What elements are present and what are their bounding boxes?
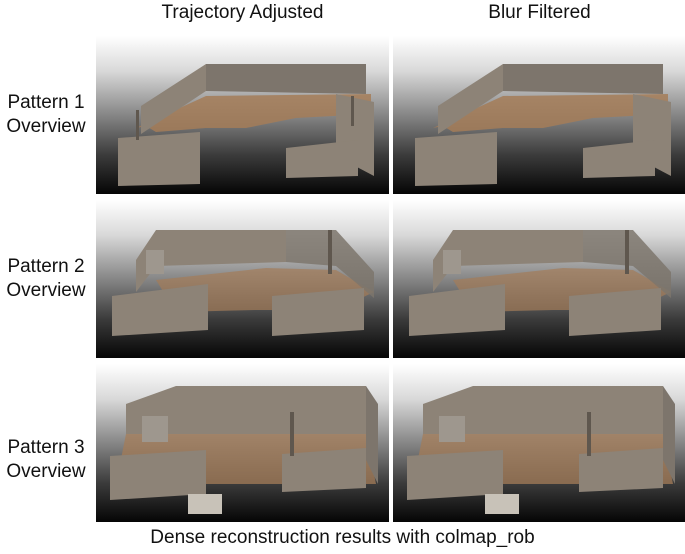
- row-label-line2: Overview: [6, 116, 86, 137]
- panel-pattern-2-trajectory-adjusted: [96, 200, 389, 358]
- panel-pattern-1-trajectory-adjusted: [96, 36, 389, 194]
- row-label-pattern-1: Pattern 1 Overview: [0, 91, 92, 139]
- column-header-trajectory-adjusted: Trajectory Adjusted: [161, 2, 324, 23]
- row-label-line2: Overview: [6, 280, 86, 301]
- point-cloud-render: [110, 386, 378, 514]
- row-label-pattern-2: Pattern 2 Overview: [0, 255, 92, 303]
- row-label-pattern-3: Pattern 3 Overview: [0, 436, 92, 484]
- panel-pattern-1-blur-filtered: [393, 36, 685, 194]
- row-label-line1: Pattern 1: [7, 92, 85, 113]
- row-label-line1: Pattern 3: [7, 437, 85, 458]
- point-cloud-render: [415, 64, 671, 186]
- column-header-blur-filtered: Blur Filtered: [488, 2, 591, 23]
- point-cloud-render: [409, 230, 671, 336]
- panel-pattern-2-blur-filtered: [393, 200, 685, 358]
- point-cloud-render: [112, 230, 374, 336]
- panel-pattern-3-blur-filtered: [393, 364, 685, 522]
- row-label-line1: Pattern 2: [7, 256, 85, 277]
- point-cloud-render: [118, 64, 374, 186]
- figure-caption: Dense reconstruction results with colmap…: [150, 527, 535, 548]
- point-cloud-render: [407, 386, 675, 514]
- row-label-line2: Overview: [6, 461, 86, 482]
- panel-pattern-3-trajectory-adjusted: [96, 364, 389, 522]
